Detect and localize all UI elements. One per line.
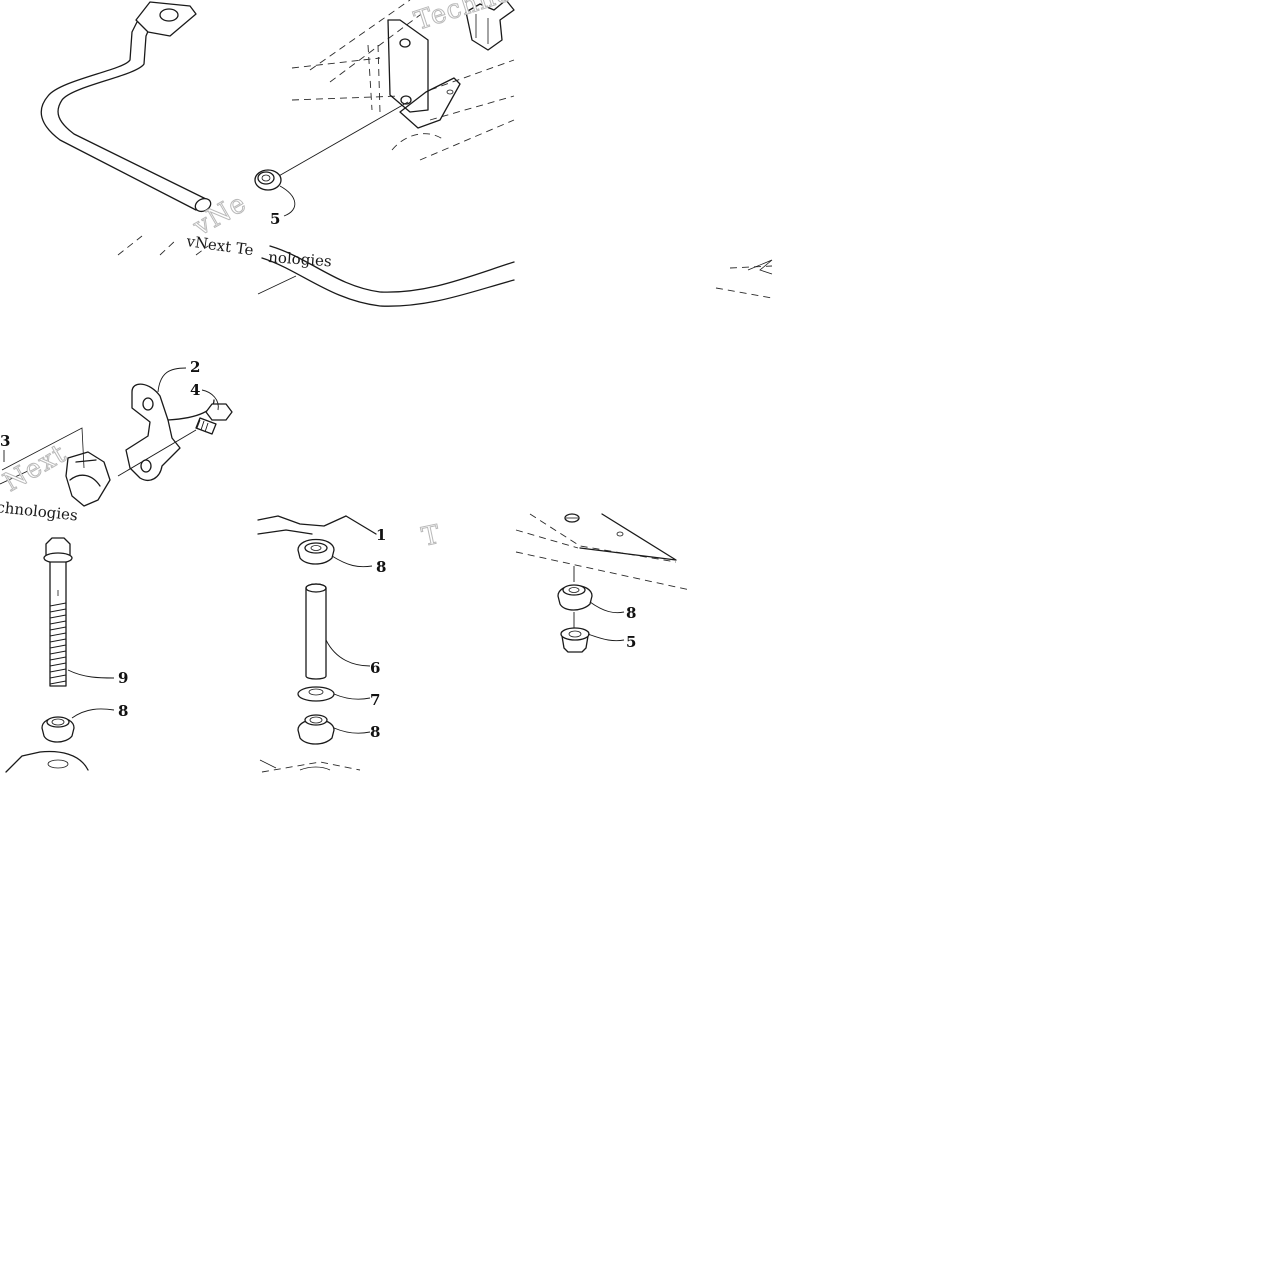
callout-8-top: 8 [376,558,386,576]
watermark-text: Techno [411,0,516,37]
lower-bar [257,245,515,307]
watermark-text: Next [0,438,72,498]
callout-5-plate: 5 [626,633,636,651]
watermark-text: vNext Te [184,232,254,259]
callout-7: 7 [370,691,380,709]
panel-plate-nut [515,513,691,653]
grommet-8-top [297,538,373,568]
clamp-bracket-2 [125,383,215,481]
panel-frame-bracket [254,0,515,307]
callout-8-bottom: 8 [370,723,380,741]
stabilizer-bar [40,1,212,213]
bolt-9 [43,537,115,687]
callout-8-plate: 8 [626,604,636,622]
panel-bushing-bracket [0,367,233,507]
callout-labels: 5 2 4 3 1 8 8 5 6 9 7 8 8 [0,210,636,741]
nut-5-flange [254,101,409,217]
spacer-tube-6 [305,583,371,680]
callout-8-left: 8 [118,702,128,720]
mount-plate-f [515,513,691,591]
callout-9: 9 [118,669,128,687]
nut-5-plate [560,627,625,653]
grommet-8-bottom [297,714,371,745]
arm-1 [257,515,377,535]
panel-stabilizer-bar-end [40,1,212,256]
grommet-8-plate [557,584,625,614]
dashed-hidden-lines [117,235,209,256]
callout-5-nut: 5 [270,210,280,228]
washer-7 [297,686,371,702]
panel-bolt-9 [5,537,115,773]
bushing-3 [0,427,111,507]
panel-right-fragment [715,259,773,299]
panel-spacer-stack [257,515,377,773]
grommet-8-lower-left [41,708,115,743]
bolt-9-threads [49,602,67,685]
watermark-text: chnologies [0,498,79,524]
leaders-c [3,367,219,462]
mount-plate-d [5,750,89,773]
watermark-text: T [419,520,443,553]
frame-rails [291,0,515,161]
bracket-plate [367,0,515,129]
mount-plate-e [259,759,361,773]
callout-2: 2 [190,358,200,376]
callout-1: 1 [376,526,386,544]
bolt-4 [117,403,233,477]
callout-6: 6 [370,659,380,677]
callout-3: 3 [0,432,10,450]
watermark-text: nologies [268,248,333,270]
callout-4: 4 [190,381,200,399]
